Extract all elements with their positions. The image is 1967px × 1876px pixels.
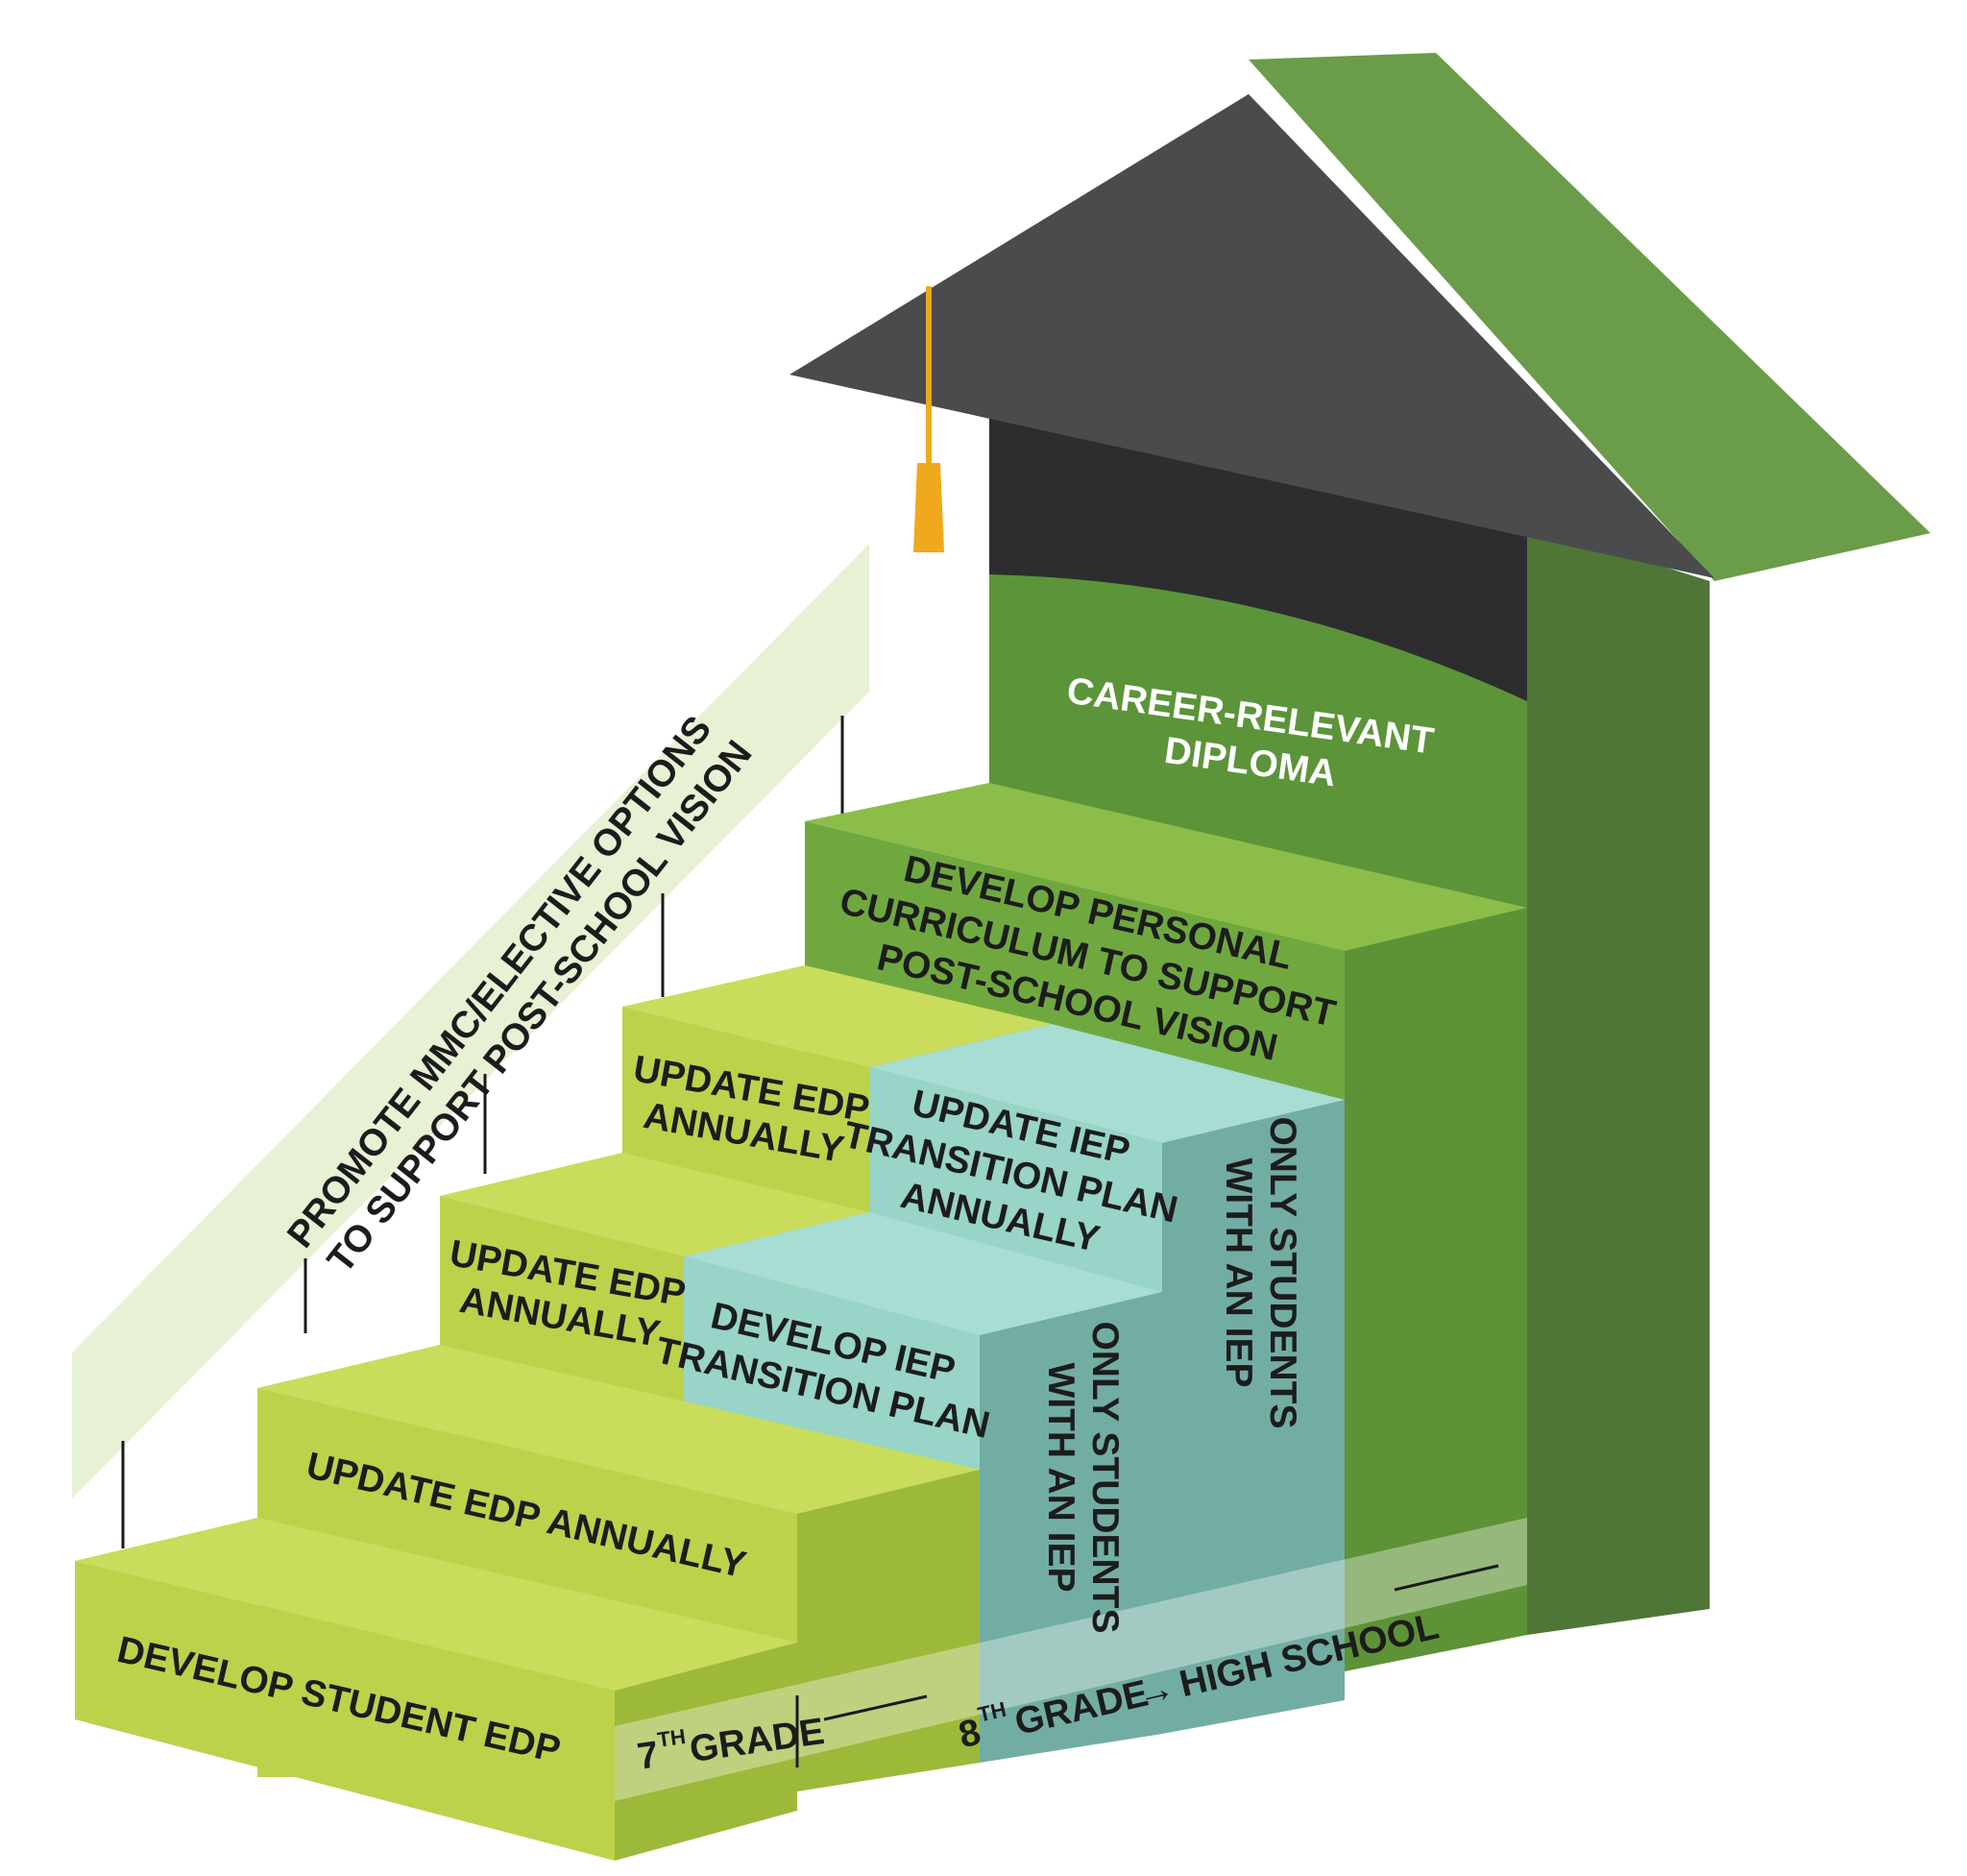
tower-side	[1527, 524, 1710, 1635]
iep-only-2-line-2: WITH AN IEP	[1218, 1157, 1259, 1387]
iep-only-1-line-1: ONLY STUDENTS	[1084, 1321, 1126, 1633]
iep-develop-side	[980, 1292, 1162, 1763]
iep-update-top	[869, 1024, 1345, 1143]
iep-only-1-line-2: WITH AN IEP	[1040, 1362, 1081, 1592]
iep-update-side	[1162, 1100, 1345, 1734]
grade-7-suffix: TH	[656, 1724, 688, 1752]
step-3-top	[440, 1153, 869, 1256]
step-1-front	[75, 1561, 615, 1861]
grade-line-left	[823, 1694, 928, 1721]
roof-right	[1249, 53, 1931, 581]
iep-develop-top	[684, 1212, 1162, 1335]
step-4-top	[622, 965, 1052, 1067]
cap-board	[789, 94, 1714, 578]
grade-band	[615, 1518, 1527, 1801]
step-1-side	[615, 1643, 797, 1861]
grade-band-strip	[615, 1518, 1527, 1801]
step-5-side	[1345, 908, 1527, 1671]
step-1	[75, 1518, 797, 1861]
arrow-icon: →	[1132, 1667, 1178, 1716]
grade-line-right	[1394, 1564, 1499, 1592]
handrail	[72, 544, 869, 1548]
iep-only-2-line-1: ONLY STUDENTS	[1262, 1116, 1303, 1428]
step-5-top	[805, 783, 1527, 951]
step-2-top	[257, 1345, 980, 1514]
step-2-side	[797, 1470, 980, 1791]
handrail-banner	[72, 544, 869, 1498]
step-1-top	[75, 1518, 797, 1691]
tassel-icon	[913, 286, 944, 552]
